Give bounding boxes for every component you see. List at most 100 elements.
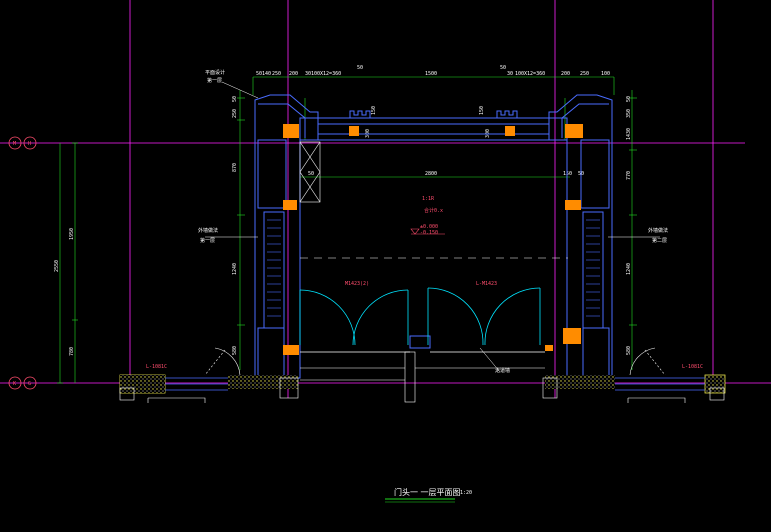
- level-mark: [410, 228, 445, 235]
- columns: [283, 124, 583, 355]
- outer-dim-lower: 780: [69, 347, 75, 356]
- side-tag-left: L-1081C: [146, 364, 167, 370]
- right-battlement: [496, 110, 518, 118]
- left-tower-inner: [258, 103, 306, 138]
- svg-text:250: 250: [232, 109, 238, 118]
- svg-text:580: 580: [232, 346, 238, 355]
- svg-text:1240: 1240: [626, 263, 632, 275]
- inner-dim-width: 2800: [425, 171, 437, 177]
- svg-text:100X12=360: 100X12=360: [515, 71, 545, 77]
- top-beam: [299, 117, 568, 141]
- door-swing-4: [484, 287, 541, 346]
- svg-text:870: 870: [232, 163, 238, 172]
- inner-dim-right: 150: [563, 171, 572, 177]
- door-tag-right: L-M1423: [476, 281, 497, 287]
- svg-text:30: 30: [507, 71, 513, 77]
- svg-text:50: 50: [256, 71, 262, 77]
- door-swing-3: [427, 287, 484, 346]
- leader-mid-right-2: 第二层: [652, 237, 667, 244]
- pier-louvres: [267, 219, 600, 317]
- level-sub-text: -0.150: [420, 230, 438, 236]
- right-pier: [582, 211, 604, 329]
- leader-top-left-2: 第一层: [207, 77, 222, 84]
- svg-text:50: 50: [232, 96, 238, 102]
- leader-mid-left-2: 第一层: [200, 237, 215, 244]
- right-lower-block: [582, 327, 610, 379]
- red-note-1: 1:1R: [422, 196, 435, 202]
- column-br2: [545, 345, 553, 351]
- svg-text:100X12=360: 100X12=360: [311, 71, 341, 77]
- svg-text:200: 200: [561, 71, 570, 77]
- grid-lines: [0, 0, 771, 398]
- leader-bottom-center: 走道墙: [495, 367, 510, 374]
- axis-bubble-k: [8, 376, 22, 390]
- svg-text:30: 30: [305, 71, 311, 77]
- axis-bubble-g: [23, 376, 37, 390]
- drawing-scale: 1:20: [460, 490, 472, 496]
- red-note-2: 合计0.x: [424, 207, 443, 214]
- svg-text:1500: 1500: [425, 71, 437, 77]
- leader-lines: [205, 81, 660, 373]
- axis-bubble-m: [8, 136, 22, 150]
- svg-text:50: 50: [626, 96, 632, 102]
- axis-bubble-label-m: M: [13, 141, 16, 147]
- axis-bubble-h: [23, 136, 37, 150]
- left-battlement: [349, 110, 371, 118]
- outer-dim-total: 2550: [54, 260, 60, 272]
- svg-text:1240: 1240: [232, 263, 238, 275]
- ground-outlines: [119, 351, 725, 403]
- door-swing-2: [352, 289, 409, 346]
- left-dimension-texts: 50 250 870 1240 580: [232, 96, 238, 355]
- leader-top-left-1: 平面设计: [205, 69, 225, 76]
- left-pier: [263, 211, 285, 329]
- axis-bubble-label-k: K: [13, 381, 16, 387]
- svg-text:200: 200: [289, 71, 298, 77]
- side-doors: [204, 347, 666, 376]
- svg-text:50: 50: [357, 65, 363, 71]
- center-box: [409, 335, 431, 349]
- column-ml: [283, 200, 297, 210]
- right-upper-block: [580, 139, 610, 209]
- small-dim-left-b: 150: [371, 106, 377, 115]
- svg-text:50: 50: [500, 65, 506, 71]
- cross-box: [299, 141, 321, 203]
- column-tr2: [505, 126, 515, 136]
- inner-dim-left: 50: [308, 171, 314, 177]
- top-beam-inner: [317, 123, 550, 135]
- left-lower-block: [257, 327, 285, 379]
- svg-text:140: 140: [262, 71, 271, 77]
- step-lines: [165, 377, 705, 391]
- column-bl: [283, 345, 299, 355]
- right-tower-inner: [561, 103, 609, 138]
- door-swing-1: [299, 289, 356, 346]
- small-dim-right-a: 300: [485, 129, 491, 138]
- dimension-lines: [57, 76, 637, 384]
- svg-text:580: 580: [626, 346, 632, 355]
- small-dim-left-a: 300: [365, 129, 371, 138]
- svg-text:250: 250: [272, 71, 281, 77]
- column-tl2: [349, 126, 359, 136]
- axis-bubbles: [8, 136, 37, 390]
- door-tag-left: M1423(2): [345, 281, 369, 287]
- leader-mid-left-1: 外墙做法: [198, 227, 218, 234]
- level-mark-text: ±0.000: [420, 224, 438, 230]
- axis-bubble-label-h: H: [28, 141, 31, 147]
- column-tr: [565, 124, 583, 138]
- top-dimension-texts: 50 140 250 200 30 100X12=360 50 1500 50 …: [256, 65, 610, 77]
- svg-text:250: 250: [580, 71, 589, 77]
- svg-text:1430: 1430: [626, 128, 632, 140]
- small-dim-right-b: 150: [479, 106, 485, 115]
- leader-mid-right-1: 外墙做法: [648, 227, 668, 234]
- outer-dim-upper: 1950: [69, 228, 75, 240]
- left-upper-block: [257, 139, 287, 209]
- right-dimension-texts: 50 350 1430 770 1240 580: [626, 96, 632, 355]
- column-mr: [565, 200, 581, 210]
- svg-text:350: 350: [626, 109, 632, 118]
- svg-text:100: 100: [601, 71, 610, 77]
- walls: [254, 94, 613, 379]
- drawing-title: 门头一 一层平面图: [394, 487, 461, 497]
- side-tag-right: L-1081C: [682, 364, 703, 370]
- column-tl: [283, 124, 299, 138]
- svg-text:770: 770: [626, 171, 632, 180]
